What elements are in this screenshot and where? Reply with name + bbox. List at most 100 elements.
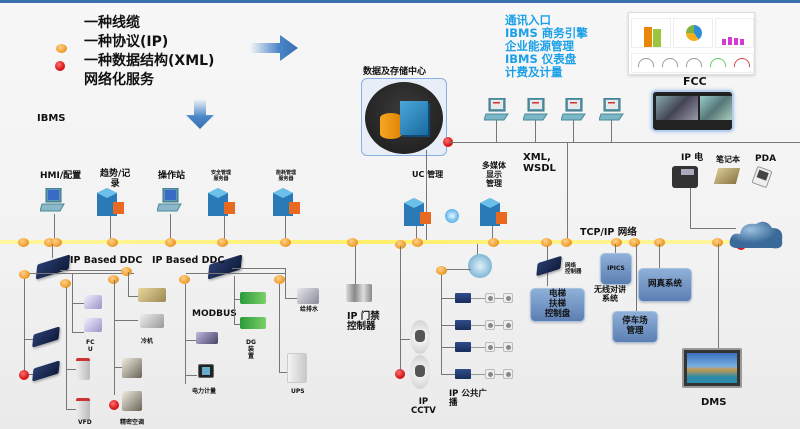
server-icon <box>400 101 428 135</box>
dg-label: DG 装 置 <box>246 339 256 360</box>
ups-label: UPS <box>291 388 305 395</box>
ip-backbone-bus <box>0 240 740 244</box>
speaker-icon <box>503 320 513 330</box>
connector <box>24 339 34 340</box>
ddc-node-dot <box>108 275 119 284</box>
pa-amplifier-icon <box>455 342 471 352</box>
bus-node-dot <box>107 238 118 247</box>
bus-node-dot <box>629 238 640 247</box>
bus-node-dot <box>51 238 62 247</box>
connector <box>24 279 25 374</box>
service-item: 通讯入口 <box>505 13 551 27</box>
wireless-intercom-label: 无线对讲 系统 <box>594 285 626 304</box>
connector <box>232 268 286 269</box>
water-label: 给排水 <box>300 306 319 313</box>
red-node-dot <box>395 369 405 379</box>
connector <box>611 120 612 142</box>
database-icon <box>380 113 402 139</box>
bus-node-dot <box>412 238 423 247</box>
red-node-dot <box>109 400 119 410</box>
ddc-node-dot <box>60 279 71 288</box>
connector <box>285 268 286 298</box>
red-node-dot <box>19 370 29 380</box>
bus-node-dot <box>217 238 228 247</box>
red-bullet-icon <box>55 61 65 71</box>
bus-node-dot <box>347 238 358 247</box>
bus-node-dot <box>44 238 55 247</box>
precision-ac-icon <box>122 391 142 411</box>
ddc-node-dot <box>179 275 190 284</box>
workstation-icon <box>561 98 586 121</box>
connector <box>114 367 122 368</box>
parking-box: 停车场 管理 <box>612 311 658 343</box>
io-module-icon <box>32 360 60 382</box>
service-item: 企业能源管理 <box>505 39 574 53</box>
security-server-label: 安全管理 服务器 <box>211 170 232 182</box>
connector <box>224 216 225 246</box>
principles-list: 一种线缆 一种协议(IP) 一种数据结构(XML) 网络化服务 <box>84 14 214 90</box>
multimedia-server-icon <box>480 198 507 226</box>
pa-amplifier-icon <box>455 320 471 330</box>
connector <box>441 298 455 299</box>
ddc-controller-icon <box>35 254 71 280</box>
cctv-label: IP CCTV <box>411 397 436 417</box>
modbus-label: MODBUS <box>192 309 237 319</box>
principle-item: 一种数据结构(XML) <box>84 53 215 69</box>
connector <box>128 296 138 297</box>
pda-label: PDA <box>755 154 777 164</box>
connector <box>355 246 356 284</box>
connector <box>400 246 401 374</box>
bus-node-dot <box>654 238 665 247</box>
speaker-icon <box>503 369 513 379</box>
internet-cloud-icon <box>729 221 783 249</box>
pa-amplifier-icon <box>455 293 471 303</box>
speaker-icon <box>485 342 495 352</box>
connector <box>114 320 115 395</box>
laptop-icon <box>713 168 741 184</box>
pa-server-icon <box>468 254 492 278</box>
bus-node-dot <box>611 238 622 247</box>
connector <box>690 228 736 229</box>
connector <box>185 284 186 384</box>
arrow-right-icon <box>250 35 298 61</box>
pa-node-dot <box>436 266 447 275</box>
connector <box>128 272 129 297</box>
speaker-icon <box>485 320 495 330</box>
access-controller-icon <box>346 284 372 302</box>
connector <box>60 270 130 271</box>
pda-icon <box>751 165 773 189</box>
speaker-icon <box>485 369 495 379</box>
connector <box>659 244 660 268</box>
bus-node-dot <box>488 238 499 247</box>
connector <box>185 375 197 376</box>
connector <box>186 273 286 274</box>
hmi-label: HMI/配置 <box>40 171 82 181</box>
connector <box>615 244 616 254</box>
pa-label: IP 公共广 播 <box>449 389 487 409</box>
ip-phone-label: IP 电 <box>681 153 704 163</box>
principle-item: 一种协议(IP) <box>84 34 169 50</box>
service-item: IBMS 仪表盘 <box>505 52 577 66</box>
service-item: IBMS 商务引擎 <box>505 26 588 40</box>
connector <box>279 284 280 372</box>
gauges-widget <box>631 53 754 73</box>
principle-item: 网络化服务 <box>84 72 154 88</box>
fcu-icon <box>84 295 102 309</box>
fcc-label: FCC <box>683 75 707 88</box>
cctv-camera-icon <box>410 320 430 354</box>
elevator-controller-icon <box>536 255 562 277</box>
dms-display-icon <box>682 348 742 388</box>
connector <box>718 244 719 348</box>
telepresence-box: 网真系统 <box>638 268 692 302</box>
phone-bubble-icon: ☏ <box>445 209 459 223</box>
laptop-label: 笔记本 <box>716 155 740 164</box>
connector <box>72 332 84 333</box>
connector <box>24 273 134 274</box>
power-meter-icon <box>198 364 214 378</box>
connector <box>234 324 240 325</box>
ip-phone-icon <box>672 166 698 188</box>
workstation-icon <box>523 98 548 121</box>
meter-panel-icon <box>196 332 218 344</box>
ddc-node-dot <box>274 275 285 284</box>
water-pump-icon <box>297 288 319 304</box>
